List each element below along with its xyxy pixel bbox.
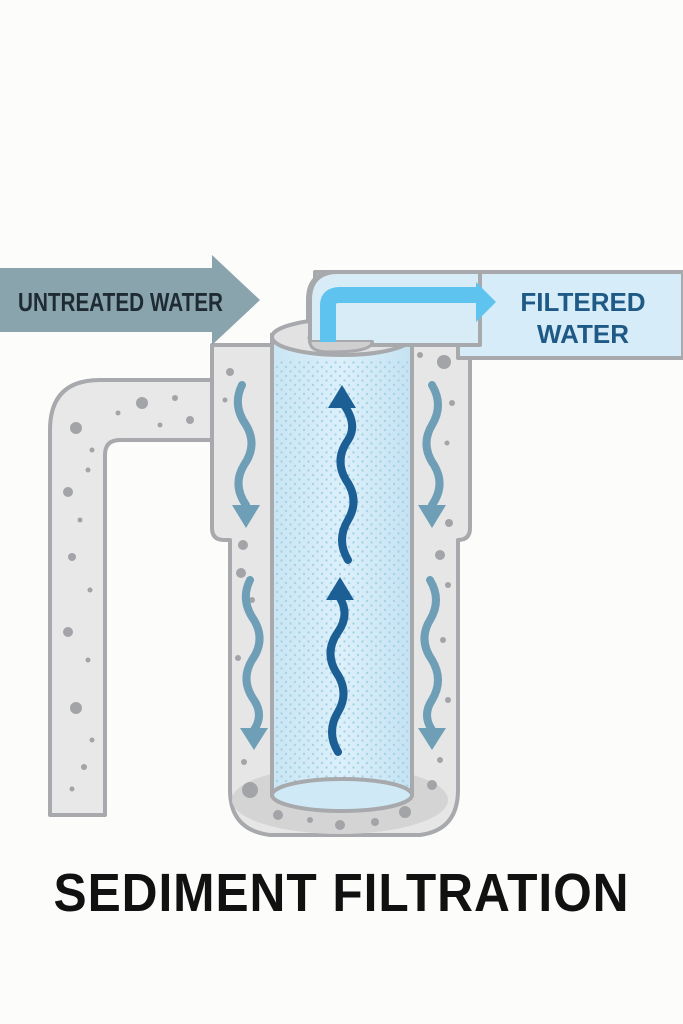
inlet-pipe (48, 378, 217, 817)
filtered-water-label-line1: FILTERED (520, 287, 645, 317)
filtered-water-label-line2: WATER (537, 319, 629, 349)
flow-up-arrow-icon (326, 385, 358, 756)
untreated-water-label: UNTREATED WATER (18, 287, 223, 317)
untreated-water-arrow (0, 255, 260, 345)
flow-down-arrow-icon (232, 381, 446, 750)
page-title: SEDIMENT FILTRATION (53, 863, 630, 923)
outlet-arrow-icon (320, 282, 496, 342)
